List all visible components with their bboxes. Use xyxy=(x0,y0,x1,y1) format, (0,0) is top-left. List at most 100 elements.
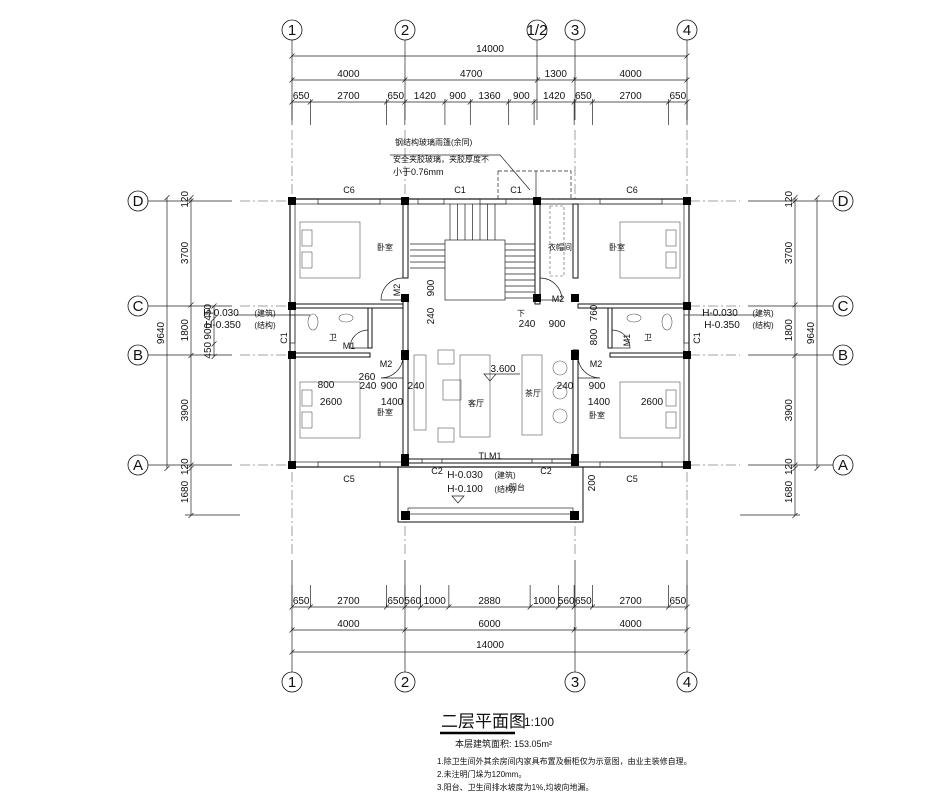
dimension-tick xyxy=(289,649,295,655)
room-label-closet: 衣帽间 xyxy=(548,242,572,252)
dimension-tick xyxy=(211,353,217,360)
room-label-tea: 茶厅 xyxy=(525,388,541,398)
dim-right-axis: 120 xyxy=(784,191,795,208)
dimension-tick xyxy=(188,198,194,204)
axis-label-bottom: 1 xyxy=(288,674,296,691)
dimension-tick xyxy=(792,465,798,472)
door-label-m2: M2 xyxy=(590,359,603,369)
dim-right-axis: 120 xyxy=(784,458,795,475)
dimension-tick xyxy=(164,465,170,472)
dim-interior: 200 xyxy=(587,474,598,491)
axis-label-left: A xyxy=(133,457,143,474)
dim-top-detail: 650 xyxy=(293,91,310,102)
door-label-m2: M2 xyxy=(552,294,565,304)
outer-wall xyxy=(289,198,690,468)
axis-label-left: C xyxy=(133,298,144,315)
axis-label-right: C xyxy=(838,298,849,315)
drawing-title: 二层平面图 xyxy=(441,712,526,731)
window-label-c6: C6 xyxy=(343,185,355,195)
dim-right-axis: 3900 xyxy=(784,399,795,422)
level-balcony-arch: H-0.030 xyxy=(447,470,483,481)
dimension-tick xyxy=(188,512,194,519)
window-label-c1: C1 xyxy=(279,332,289,344)
dim-top-detail: 650 xyxy=(387,91,404,102)
dim-top-detail: 1360 xyxy=(478,91,501,102)
dim-interior: 800 xyxy=(318,380,335,391)
dim-top-detail: 650 xyxy=(575,91,592,102)
window-label-c2: C2 xyxy=(540,466,552,476)
dimension-tick xyxy=(684,53,690,59)
axis-label-bottom: 2 xyxy=(401,674,409,691)
staircase xyxy=(410,204,535,301)
door-label-m1: M1 xyxy=(622,334,632,347)
door-swings xyxy=(349,277,631,379)
level-marker xyxy=(483,373,520,382)
axis-label-right: D xyxy=(838,193,849,210)
dim-interior: 240 xyxy=(426,307,437,324)
dim-top-detail: 1420 xyxy=(414,91,437,102)
level-marker-balcony xyxy=(451,495,465,504)
dim-interior: 240 xyxy=(408,381,425,392)
dim-left-total: 9640 xyxy=(156,321,167,344)
dimension-tick xyxy=(188,462,194,468)
dimension-tick xyxy=(188,194,194,201)
level-bath-right-arch: H-0.030 xyxy=(702,308,738,319)
room-label-bedroom: 卧室 xyxy=(589,410,605,420)
dimension-tick xyxy=(792,512,798,519)
window-label-c5: C5 xyxy=(626,474,638,484)
dim-interior: 900 xyxy=(426,279,437,296)
dimension-tick xyxy=(164,194,170,201)
level-note: (结构) xyxy=(254,320,276,330)
dim-left-axis: 3900 xyxy=(180,399,191,422)
room-label-bedroom: 卧室 xyxy=(609,242,625,252)
room-label-bedroom: 卧室 xyxy=(377,242,393,252)
dimension-tick xyxy=(188,302,194,308)
window-label-c1: C1 xyxy=(692,332,702,344)
dim-interior: 2600 xyxy=(641,397,664,408)
window-label-c2: C2 xyxy=(431,466,443,476)
dim-top-total: 14000 xyxy=(476,44,504,55)
dim-top-detail: 900 xyxy=(449,91,466,102)
room-label-bath: 卫 xyxy=(644,333,652,342)
dim-interior: 900 xyxy=(549,319,566,330)
drawing-note: 1.除卫生间外其余房间内家具布置及橱柜仅为示意图，由业主装修自理。 xyxy=(437,756,692,766)
level-note: (结构) xyxy=(752,320,774,330)
dim-bottom-total: 14000 xyxy=(476,640,504,651)
window-label-c1: C1 xyxy=(510,185,522,195)
axis-label-top: 2 xyxy=(401,22,409,39)
dimension-tick xyxy=(792,198,798,204)
dim-right-total: 9640 xyxy=(806,321,817,344)
axis-label-bottom: 3 xyxy=(571,674,579,691)
dim-top-detail: 2700 xyxy=(619,91,642,102)
door-label-tlm1: TLM1 xyxy=(478,451,501,461)
dim-right-axis: 1800 xyxy=(784,319,795,342)
dim-left-minor: 450 xyxy=(203,304,214,321)
dim-top-detail: 650 xyxy=(669,91,686,102)
axis-label-top: 1/2 xyxy=(527,22,548,39)
dim-left-axis: 120 xyxy=(180,458,191,475)
dim-top-axis: 1300 xyxy=(545,69,568,80)
door-label-m1: M1 xyxy=(343,341,356,351)
axis-label-right: B xyxy=(838,347,848,364)
dimension-tick xyxy=(792,302,798,308)
dim-bottom-detail: 2880 xyxy=(478,596,501,607)
level-bath-left-struct: H-0.350 xyxy=(205,320,241,331)
dim-right-axis: 3700 xyxy=(784,241,795,264)
door-label-m2: M2 xyxy=(392,284,402,297)
dim-left-minor: 900 xyxy=(203,322,214,339)
dimension-tick xyxy=(211,315,217,322)
room-label-balcony: 阳台 xyxy=(509,482,525,492)
dim-interior: 240 xyxy=(519,319,536,330)
dim-bottom-axis: 6000 xyxy=(478,619,501,630)
furniture xyxy=(299,205,681,443)
level-note: (结构) xyxy=(494,484,516,494)
stair-down-label: 下 xyxy=(517,309,525,318)
dimension-tick xyxy=(792,462,798,468)
dim-left-axis: 1680 xyxy=(180,480,191,503)
dim-right-axis: 1680 xyxy=(784,480,795,503)
room-label-bedroom: 卧室 xyxy=(377,407,393,417)
canopy-note: 小于0.76mm xyxy=(393,167,444,177)
level-bath-right-struct: H-0.350 xyxy=(704,320,740,331)
dim-interior: 2600 xyxy=(320,397,343,408)
